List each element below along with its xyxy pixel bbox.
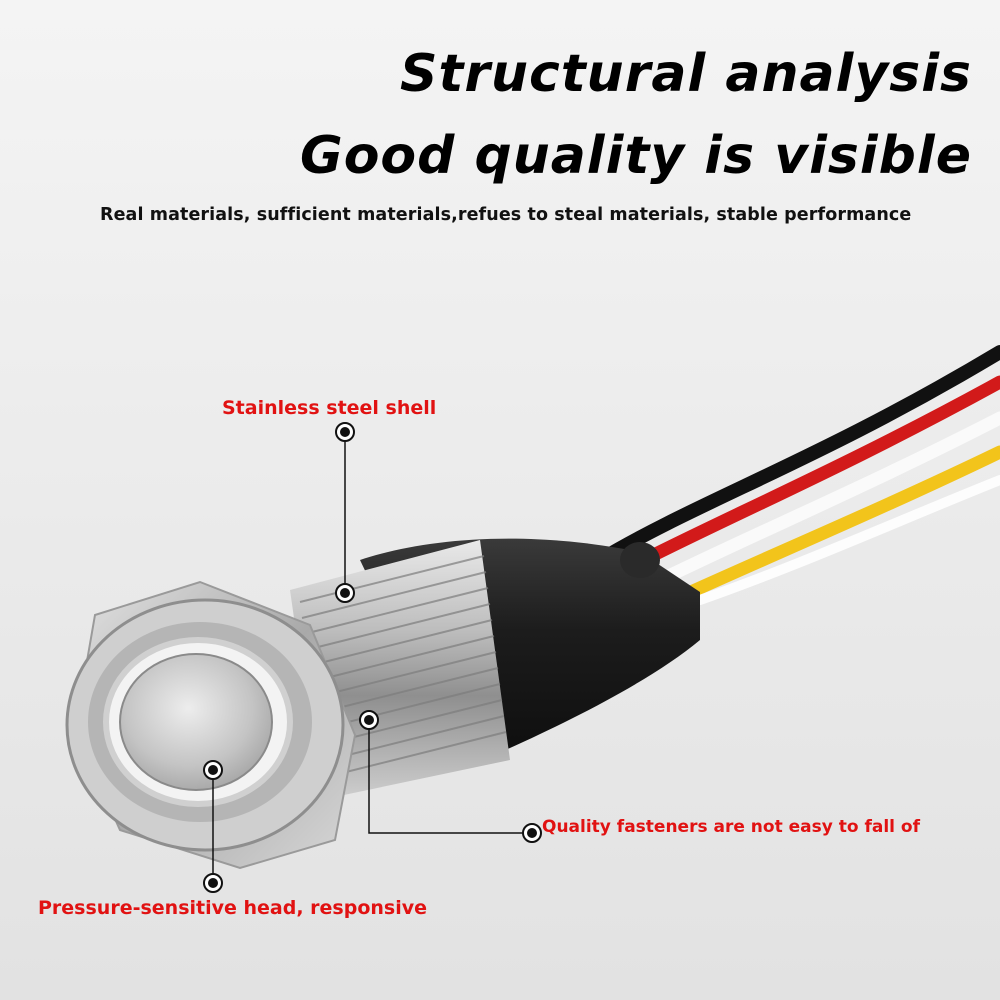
wire-red	[613, 375, 1000, 579]
callout-dots	[203, 422, 542, 893]
wire-black	[593, 345, 1000, 567]
subtitle: Real materials, sufficient materials,ref…	[100, 205, 912, 225]
headline-line-2: Good quality is visible	[300, 126, 972, 186]
wire-white	[633, 411, 1000, 597]
callout-pressure-head: Pressure-sensitive head, responsive	[38, 897, 427, 919]
callout-fasteners: Quality fasteners are not easy to fall o…	[542, 817, 920, 837]
wire-bundle	[593, 345, 1000, 613]
wire-yellow	[653, 445, 1000, 613]
boot-seam	[620, 542, 660, 578]
wire-white-2	[695, 475, 1000, 605]
pressure-head	[119, 653, 273, 791]
callout-stainless-shell: Stainless steel shell	[222, 397, 437, 419]
callout-leaders	[212, 432, 532, 883]
headline-line-1: Structural analysis	[400, 44, 972, 104]
